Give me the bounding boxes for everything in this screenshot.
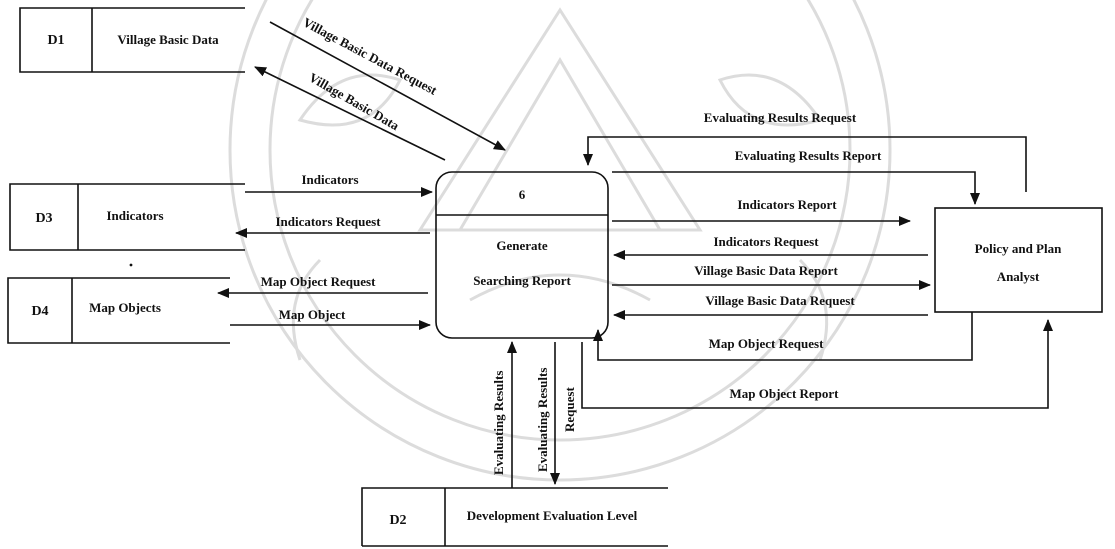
store-name-d1: Village Basic Data xyxy=(117,32,219,47)
label-evaluating-results-request-entity: Evaluating Results Request xyxy=(704,110,857,125)
flow-map-object-request-entity xyxy=(593,312,973,361)
flow-evaluating-results-request-entity xyxy=(583,136,1027,192)
label-evaluating-results-report: Evaluating Results Report xyxy=(735,148,882,163)
label-indicators-report: Indicators Report xyxy=(737,197,837,212)
data-store-d1: D1 Village Basic Data xyxy=(19,7,245,73)
data-store-d4: D4 Map Objects xyxy=(7,277,230,344)
label-map-object-report: Map Object Report xyxy=(729,386,839,401)
store-name-d4: Map Objects xyxy=(89,300,161,315)
flow-map-object-report xyxy=(581,319,1053,409)
process-name-line2: Searching Report xyxy=(473,273,571,288)
entity-name-line1: Policy and Plan xyxy=(975,241,1062,256)
label-map-object: Map Object xyxy=(279,307,346,322)
store-id-d2: D2 xyxy=(389,513,406,528)
label-map-object-request-entity: Map Object Request xyxy=(709,336,824,351)
flow-village-basic-data xyxy=(254,66,446,161)
stray-dot xyxy=(129,263,133,267)
store-name-d3: Indicators xyxy=(106,208,163,223)
label-evaluating-results-request-line2: Request xyxy=(562,387,577,432)
label-village-basic-data-report: Village Basic Data Report xyxy=(694,263,838,278)
entity-name-line2: Analyst xyxy=(997,269,1040,284)
store-name-d2: Development Evaluation Level xyxy=(467,508,638,523)
store-id-d4: D4 xyxy=(31,304,48,319)
label-village-basic-data: Village Basic Data xyxy=(307,70,403,134)
store-id-d3: D3 xyxy=(35,211,52,226)
flow-evaluating-results-report xyxy=(612,171,980,205)
label-indicators-request-entity: Indicators Request xyxy=(713,234,819,249)
data-store-d3: D3 Indicators xyxy=(9,183,245,251)
label-village-basic-data-request-entity: Village Basic Data Request xyxy=(705,293,855,308)
process-name-line1: Generate xyxy=(496,238,547,253)
data-store-d2: D2 Development Evaluation Level xyxy=(361,487,668,547)
label-indicators-request: Indicators Request xyxy=(275,214,381,229)
label-evaluating-results-request-line1: Evaluating Results xyxy=(535,368,550,472)
process-number: 6 xyxy=(519,187,526,202)
external-entity-policy-analyst: Policy and Plan Analyst xyxy=(934,207,1103,313)
store-id-d1: D1 xyxy=(47,33,64,48)
label-map-object-request: Map Object Request xyxy=(261,274,376,289)
flow-village-basic-data-request xyxy=(269,21,506,151)
process-6: 6 Generate Searching Report xyxy=(435,171,609,339)
label-indicators: Indicators xyxy=(301,172,358,187)
label-evaluating-results: Evaluating Results xyxy=(491,371,506,475)
